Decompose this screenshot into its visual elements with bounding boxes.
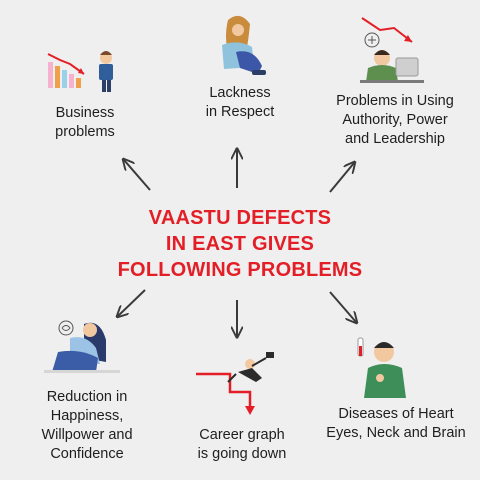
label-line: Authority, Power (342, 112, 448, 128)
label-line: Business (55, 105, 115, 121)
label-career-graph: Career graph is going down (182, 426, 302, 464)
title-line-1: VAASTU DEFECTS (148, 207, 332, 229)
label-line: Confidence (50, 446, 124, 462)
label-line: Eyes, Neck and Brain (326, 425, 466, 441)
label-line: is going down (197, 446, 287, 462)
label-business-problems: Business problems (40, 104, 130, 142)
tired-worker-illustration (360, 17, 424, 83)
label-line: Happiness, (50, 408, 124, 424)
label-line: Lackness (209, 85, 271, 101)
label-line: and Leadership (345, 131, 445, 147)
business-problems-illustration (47, 51, 113, 92)
diagram-title: VAASTU DEFECTS IN EAST GIVES FOLLOWING P… (90, 205, 390, 283)
label-diseases: Diseases of Heart Eyes, Neck and Brain (312, 405, 480, 443)
label-line: Career graph (199, 427, 285, 443)
label-line: problems (55, 124, 115, 140)
title-line-2: IN EAST GIVES (165, 233, 315, 255)
label-line: Problems in Using (336, 93, 454, 109)
sad-person-illustration (222, 15, 266, 75)
label-authority-problems: Problems in Using Authority, Power and L… (315, 92, 475, 149)
label-reduction-in-happiness: Reduction in Happiness, Willpower and Co… (27, 388, 147, 464)
sick-person-illustration (357, 337, 406, 398)
label-line: Reduction in (46, 389, 128, 405)
label-line: Willpower and (41, 427, 133, 443)
career-graph-illustration (196, 352, 274, 415)
title-line-3: FOLLOWING PROBLEMS (117, 259, 363, 281)
arrow-authority (329, 163, 354, 193)
arrow-diseases (329, 291, 356, 322)
depressed-person-illustration (44, 320, 120, 373)
arrow-happiness (118, 289, 146, 316)
label-line: in Respect (205, 104, 275, 120)
label-lackness-in-respect: Lackness in Respect (195, 84, 285, 122)
label-line: Diseases of Heart (338, 406, 454, 422)
arrow-business (124, 160, 151, 191)
